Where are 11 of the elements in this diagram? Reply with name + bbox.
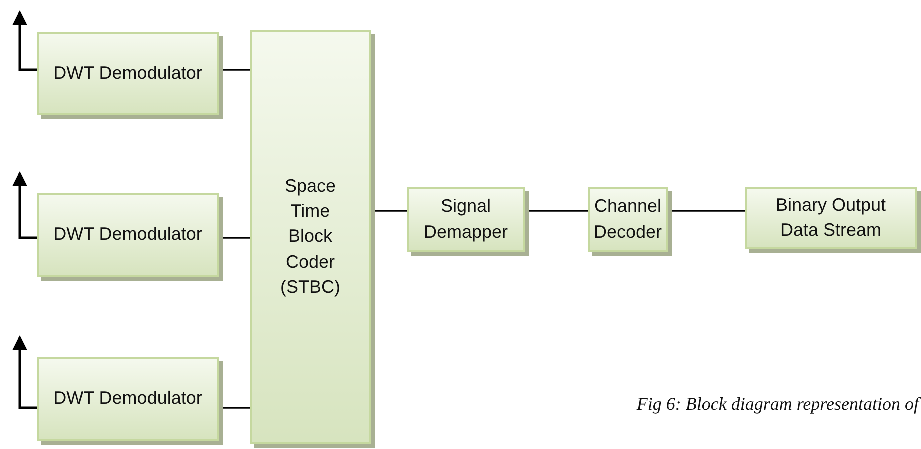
figure-caption: Fig 6: Block diagram representation of — [636, 394, 919, 415]
block-label: Binary Output Data Stream — [774, 194, 888, 242]
antenna-arrow — [12, 10, 37, 72]
block-label: Space Time Block Coder (STBC) — [280, 175, 340, 299]
block-label: Signal Demapper — [424, 195, 508, 244]
block-label: Channel Decoder — [594, 195, 662, 244]
block-label: DWT Demodulator — [54, 223, 202, 246]
antenna-arrow — [12, 336, 37, 410]
block-label: DWT Demodulator — [54, 387, 202, 410]
antenna-arrow — [12, 172, 37, 240]
block-label: DWT Demodulator — [54, 62, 202, 85]
